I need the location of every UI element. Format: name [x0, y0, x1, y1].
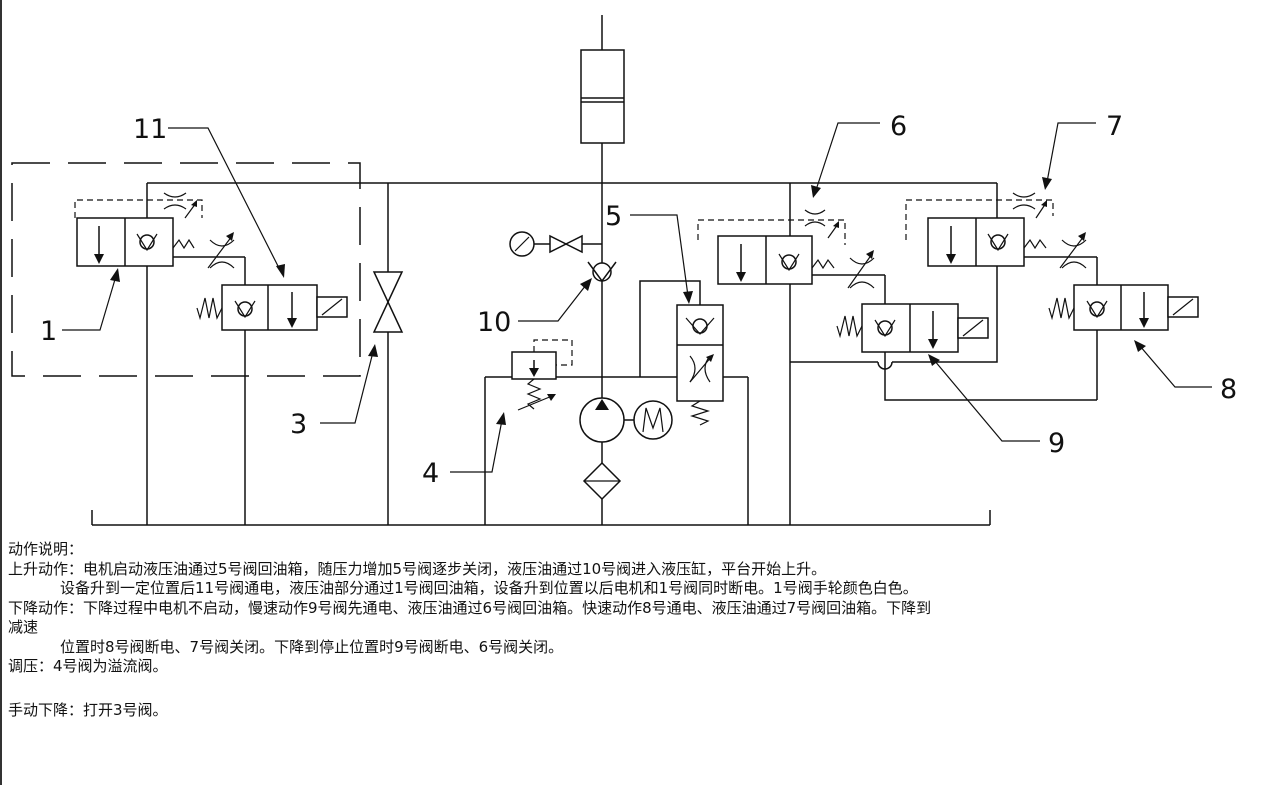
notes-rise-2: 设备升到一定位置后11号阀通电，液压油部分通过1号阀回油箱，设备升到位置以后电机…: [60, 579, 918, 597]
manual-valve-3: [372, 271, 404, 333]
notes-manual: 手动下降：打开3号阀。: [8, 700, 168, 719]
label-5: 5: [605, 201, 622, 232]
component-numbers: 1 11 3 4 10 5 6 7 8 9: [40, 111, 1237, 489]
valve-11: [196, 232, 348, 525]
label-1: 1: [40, 316, 57, 347]
check-valve-10: [587, 261, 617, 283]
valve-1: [74, 183, 245, 525]
notes-fall-1b: 减速: [8, 618, 39, 636]
pressure-gauge: [509, 231, 602, 257]
label-7: 7: [1106, 111, 1123, 142]
hydraulic-circuit-diagram: 1 11 3 4 10 5 6 7 8 9: [11, 15, 1237, 526]
label-9: 9: [1048, 428, 1065, 459]
operation-notes: 动作说明： 上升动作：电机启动液压油通过5号阀回油箱，随压力增加5号阀逐步关闭，…: [8, 540, 1258, 720]
label-10: 10: [477, 307, 511, 338]
valve-9: [790, 183, 1097, 401]
label-6: 6: [890, 111, 907, 142]
filter: [582, 461, 622, 501]
hydraulic-cylinder: [580, 49, 625, 144]
valve-6: [697, 209, 885, 285]
valve-8: [1048, 232, 1199, 400]
group-boundary: [11, 162, 361, 377]
notes-title: 动作说明：: [8, 540, 84, 558]
notes-fall-1: 下降动作：下降过程中电机不启动，慢速动作9号阀先通电、液压油通过6号阀回油箱。快…: [8, 598, 932, 617]
label-11: 11: [133, 114, 167, 145]
notes-fall-2: 位置时8号阀断电、7号阀关闭。下降到停止位置时9号阀断电、6号阀关闭。: [60, 637, 564, 656]
pump-motor: [579, 397, 673, 443]
left-border: [0, 0, 2, 785]
valve-5: [639, 280, 724, 426]
label-8: 8: [1220, 374, 1237, 405]
label-3: 3: [290, 409, 307, 440]
notes-rise-1: 上升动作：电机启动液压油通过5号阀回油箱，随压力增加5号阀逐步关闭，液压油通过1…: [8, 559, 827, 578]
valve-7: [905, 192, 1097, 267]
notes-pressure: 调压：4号阀为溢流阀。: [8, 657, 168, 675]
leader-lines: [62, 122, 1212, 473]
relief-valve-4: [511, 339, 573, 411]
notes-spacer: [8, 677, 1258, 701]
label-4: 4: [422, 458, 439, 489]
